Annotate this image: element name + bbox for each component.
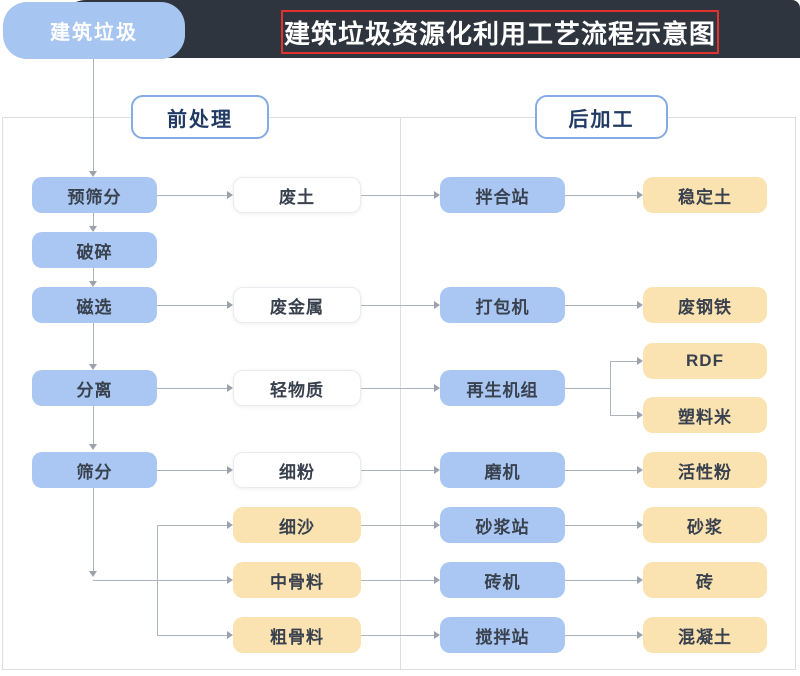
node-fine-sand: 细沙 (233, 507, 361, 543)
connector-line (361, 388, 434, 389)
connector-line (361, 195, 434, 196)
node-scrap-steel: 废钢铁 (643, 287, 767, 323)
node-magnetic-separation: 磁选 (32, 287, 157, 323)
arrowhead-down (89, 171, 97, 177)
connector-line (565, 195, 637, 196)
node-baler: 打包机 (440, 287, 565, 323)
node-scrap-metal: 废金属 (233, 287, 361, 323)
section-label-text: 前处理 (167, 108, 233, 131)
connector-line (157, 195, 227, 196)
node-brick-machine: 砖机 (440, 562, 565, 598)
connector-line (157, 470, 227, 471)
panel-divider (400, 118, 401, 669)
source-tab-label: 建筑垃圾 (50, 22, 138, 44)
node-plastic-pellets: 塑料米 (643, 397, 767, 433)
connector-line (93, 406, 94, 445)
arrowhead-right (637, 411, 643, 419)
page-title: 建筑垃圾资源化利用工艺流程示意图 (283, 18, 716, 49)
node-concrete-mixing-station: 搅拌站 (440, 617, 565, 653)
node-crushing: 破碎 (32, 232, 157, 268)
connector-line (565, 305, 637, 306)
connector-line (610, 361, 637, 362)
node-medium-aggregate: 中骨料 (233, 562, 361, 598)
connector-line (610, 415, 637, 416)
arrowhead-right (434, 576, 440, 584)
arrowhead-right (637, 576, 643, 584)
section-label-text: 后加工 (568, 108, 635, 131)
arrowhead-right (227, 521, 233, 529)
node-light-material: 轻物质 (233, 370, 361, 406)
arrowhead-right (637, 631, 643, 639)
arrowhead-right (227, 384, 233, 392)
connector-line (565, 525, 637, 526)
node-concrete: 混凝土 (643, 617, 767, 653)
arrowhead-right (227, 191, 233, 199)
node-regeneration-unit: 再生机组 (440, 370, 565, 406)
connector-line (565, 580, 637, 581)
arrowhead-right (434, 521, 440, 529)
arrowhead-right (637, 357, 643, 365)
node-mixing-station: 拌合站 (440, 177, 565, 213)
node-screening: 筛分 (32, 452, 157, 488)
connector-line (610, 361, 611, 415)
connector-line (93, 580, 227, 581)
arrowhead-right (227, 301, 233, 309)
section-label-postprocessing: 后加工 (535, 95, 668, 139)
connector-line (565, 470, 637, 471)
node-separation: 分离 (32, 370, 157, 406)
arrowhead-right (434, 384, 440, 392)
connector-line (361, 470, 434, 471)
connector-line (361, 635, 434, 636)
connector-line (157, 635, 227, 636)
node-mortar: 砂浆 (643, 507, 767, 543)
section-label-pretreatment: 前处理 (131, 95, 269, 139)
node-coarse-aggregate: 粗骨料 (233, 617, 361, 653)
arrowhead-right (637, 466, 643, 474)
source-tab-construction-waste: 建筑垃圾 (3, 2, 185, 59)
connector-line (361, 580, 434, 581)
arrowhead-down (89, 226, 97, 232)
node-waste-soil: 废土 (233, 177, 361, 213)
node-pre-screening: 预筛分 (32, 177, 157, 213)
connector-line (361, 525, 434, 526)
node-brick: 砖 (643, 562, 767, 598)
arrowhead-down (89, 444, 97, 450)
arrowhead-right (434, 191, 440, 199)
node-rdf: RDF (643, 343, 767, 379)
title-highlight-box: 建筑垃圾资源化利用工艺流程示意图 (281, 10, 719, 54)
arrowhead-right (637, 191, 643, 199)
arrowhead-down (89, 571, 97, 577)
arrowhead-down (89, 364, 97, 370)
arrowhead-right (227, 466, 233, 474)
connector-line (93, 213, 94, 227)
arrowhead-right (227, 631, 233, 639)
arrowhead-right (434, 631, 440, 639)
connector-line (565, 635, 637, 636)
node-active-powder: 活性粉 (643, 452, 767, 488)
connector-line (361, 305, 434, 306)
arrowhead-right (434, 301, 440, 309)
node-mill: 磨机 (440, 452, 565, 488)
arrowhead-right (637, 301, 643, 309)
connector-line (93, 488, 94, 572)
arrowhead-right (434, 466, 440, 474)
connector-line (565, 388, 610, 389)
connector-line (93, 59, 94, 171)
arrowhead-right (637, 521, 643, 529)
arrowhead-down (89, 281, 97, 287)
node-stabilized-soil: 稳定土 (643, 177, 767, 213)
connector-line (93, 323, 94, 365)
connector-line (157, 525, 227, 526)
connector-line (157, 305, 227, 306)
node-mortar-station: 砂浆站 (440, 507, 565, 543)
arrowhead-right (227, 576, 233, 584)
connector-line (93, 268, 94, 282)
node-fine-powder: 细粉 (233, 452, 361, 488)
connector-line (157, 388, 227, 389)
